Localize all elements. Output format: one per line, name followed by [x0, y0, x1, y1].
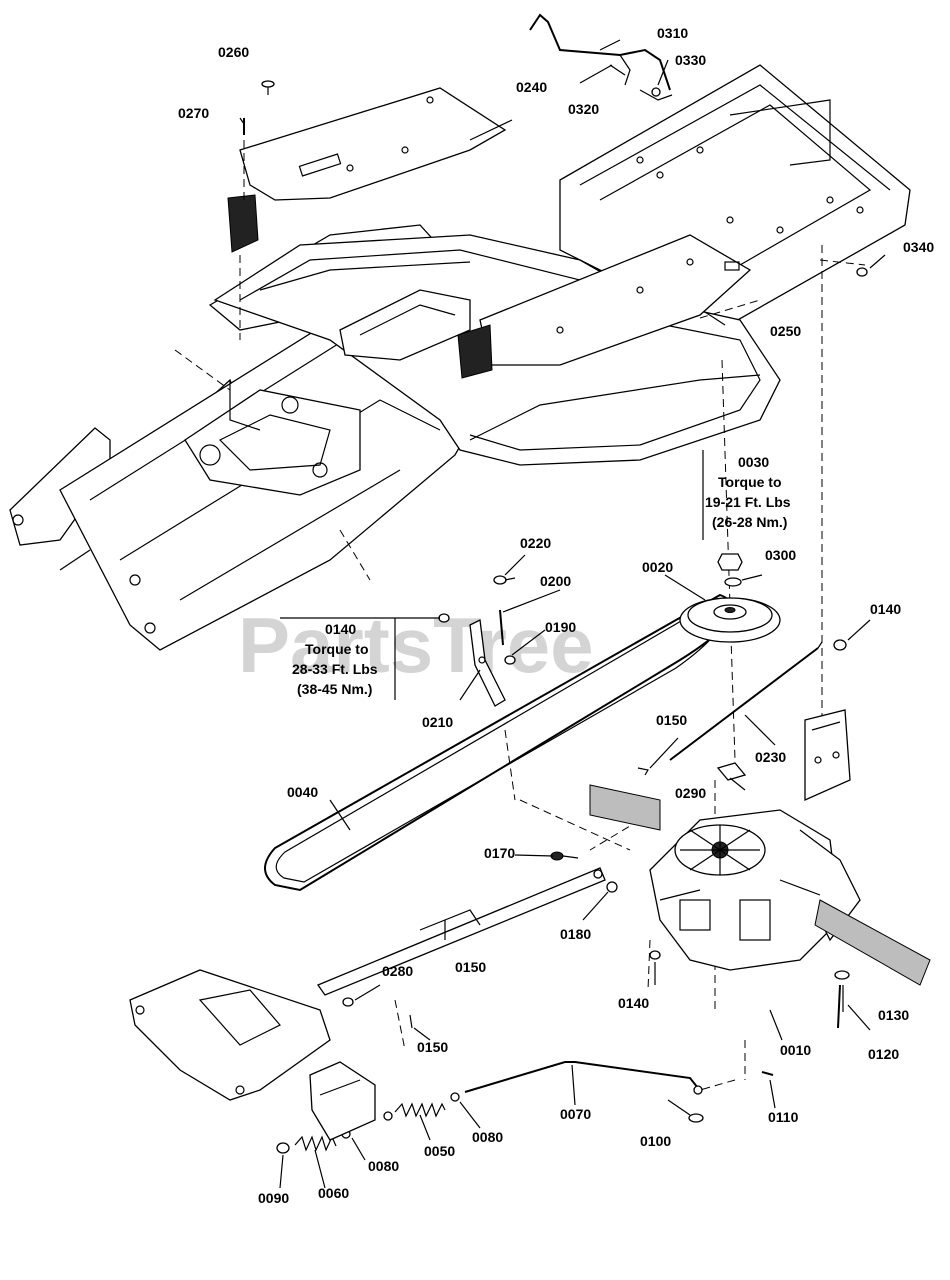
torque-note-0030-line1: Torque to: [718, 474, 782, 490]
label-0150-top: 0150: [656, 712, 687, 728]
nut-0180: [606, 881, 618, 893]
label-0120: 0120: [868, 1046, 899, 1062]
washer-0280: [342, 997, 354, 1007]
label-0270: 0270: [178, 105, 209, 121]
torque-note-0030-line2: 19-21 Ft. Lbs: [705, 494, 791, 510]
rod-0070: [464, 1061, 703, 1095]
bracket-right: [804, 709, 851, 802]
label-0060: 0060: [318, 1185, 349, 1201]
torque-note-0140-line3: (38-45 Nm.): [297, 681, 372, 697]
washer-0300: [724, 577, 742, 587]
bolt-0220: [493, 575, 516, 585]
label-0280: 0280: [382, 963, 413, 979]
label-0040: 0040: [287, 784, 318, 800]
clip-0150-c: [409, 1014, 413, 1029]
washer-0100: [688, 1113, 704, 1123]
bolt-0200: [499, 609, 504, 646]
screw-0260: [261, 80, 275, 95]
torque-note-0140-line1: Torque to: [305, 641, 369, 657]
pin-0110: [761, 1071, 774, 1076]
label-0300: 0300: [765, 547, 796, 563]
label-0080-right: 0080: [472, 1129, 503, 1145]
label-0090: 0090: [258, 1190, 289, 1206]
bolt-0170: [550, 851, 579, 861]
label-0080-left: 0080: [368, 1158, 399, 1174]
label-0190: 0190: [545, 619, 576, 635]
nut-0090: [276, 1142, 290, 1154]
clip-0150-a: [637, 767, 649, 776]
transaxle-0010: [589, 784, 931, 986]
label-0070: 0070: [560, 1106, 591, 1122]
torque-note-0030-line3: (26-28 Nm.): [712, 514, 787, 530]
label-0240: 0240: [516, 79, 547, 95]
label-0140-lower: 0140: [618, 995, 649, 1011]
label-0150-low: 0150: [417, 1039, 448, 1055]
spring-0050: [394, 1102, 446, 1118]
label-0180: 0180: [560, 926, 591, 942]
label-0290: 0290: [675, 785, 706, 801]
bolt-0120: [837, 984, 841, 1029]
bracket-0210: [469, 619, 506, 707]
idler-arm-0150: [317, 867, 606, 996]
torque-note-0140-code: 0140: [325, 621, 356, 637]
label-0100: 0100: [640, 1133, 671, 1149]
nut-0140-a: [438, 613, 450, 623]
watermark-text: PartsTree: [238, 601, 594, 689]
bumper-left: [227, 194, 259, 253]
washer-0190: [504, 655, 516, 665]
label-0140-right: 0140: [870, 601, 901, 617]
nut-0140-c: [649, 950, 661, 960]
label-0020: 0020: [642, 559, 673, 575]
label-0340: 0340: [903, 239, 934, 255]
label-0230: 0230: [755, 749, 786, 765]
spring-0060: [294, 1135, 337, 1152]
bumper-right: [457, 324, 493, 379]
label-0320: 0320: [568, 101, 599, 117]
washer-0080-a: [450, 1092, 460, 1102]
label-0220: 0220: [520, 535, 551, 551]
label-0250: 0250: [770, 323, 801, 339]
nut-0030: [717, 553, 743, 571]
part-0290: [716, 762, 747, 781]
nut-0340: [856, 267, 868, 277]
torque-note-0030-code: 0030: [738, 454, 769, 470]
washer-0080-b: [383, 1111, 393, 1121]
label-0330: 0330: [675, 52, 706, 68]
label-0170: 0170: [484, 845, 515, 861]
spring-bracket: [309, 1061, 376, 1141]
pulley-0020: [679, 597, 781, 643]
nut-0140-b: [833, 639, 847, 651]
rod-0230: [669, 641, 823, 761]
label-0130: 0130: [878, 1007, 909, 1023]
label-0200: 0200: [540, 573, 571, 589]
label-0260: 0260: [218, 44, 249, 60]
label-0210: 0210: [422, 714, 453, 730]
label-0010: 0010: [780, 1042, 811, 1058]
label-0110: 0110: [768, 1109, 799, 1125]
label-0050: 0050: [424, 1143, 455, 1159]
panel-0240: [239, 87, 507, 201]
washer-0130: [834, 970, 850, 980]
lever-rod-0310: [529, 13, 673, 101]
label-0310: 0310: [657, 25, 688, 41]
torque-note-0140-line2: 28-33 Ft. Lbs: [292, 661, 378, 677]
pedal-bracket: [129, 969, 331, 1101]
label-0150-mid: 0150: [455, 959, 486, 975]
